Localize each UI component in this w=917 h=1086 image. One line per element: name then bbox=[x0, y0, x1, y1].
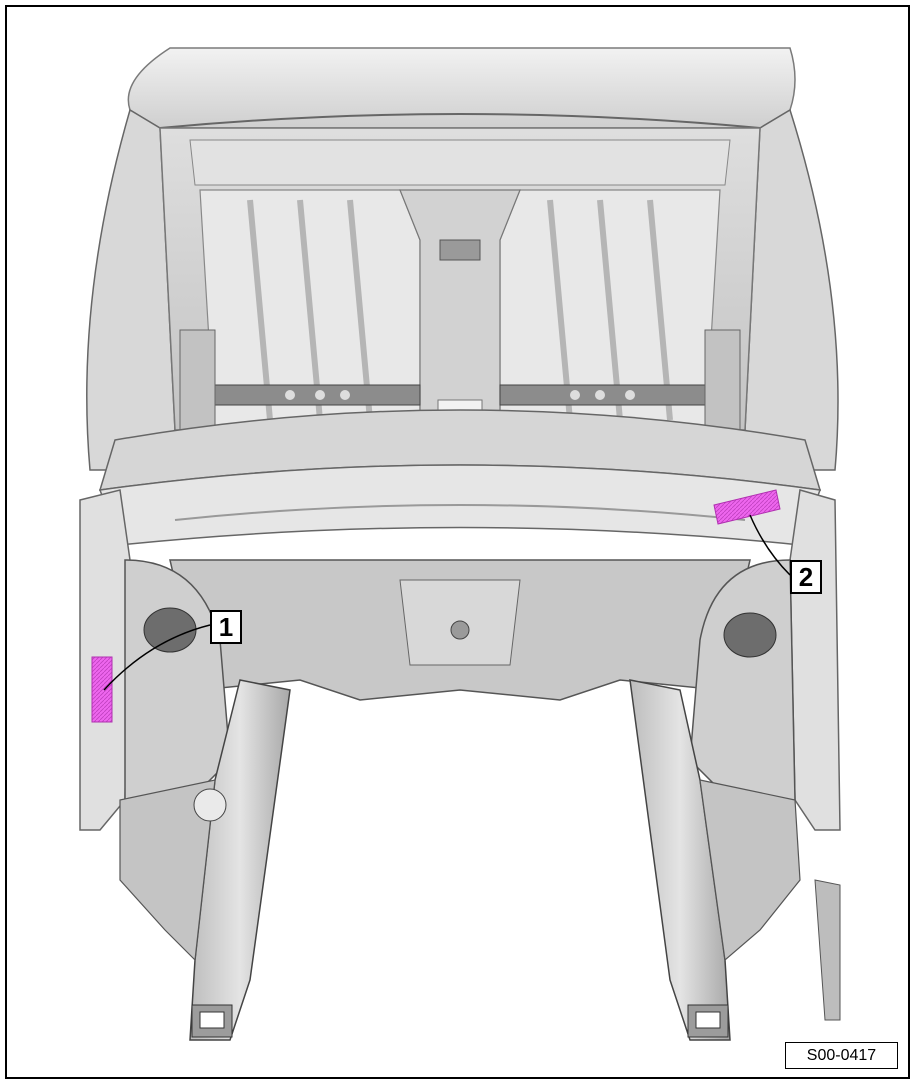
marked-area-1 bbox=[91, 656, 113, 723]
roof-panel bbox=[127, 47, 796, 129]
reference-code-label: S00-0417 bbox=[785, 1042, 898, 1069]
marked-area-2 bbox=[713, 489, 781, 525]
leader-line-2 bbox=[749, 514, 791, 576]
callout-2: 2 bbox=[790, 560, 822, 594]
right-body-side bbox=[744, 108, 839, 471]
right-front-rail bbox=[629, 679, 731, 1041]
left-body-side bbox=[86, 108, 176, 471]
right-front-panel bbox=[789, 489, 841, 831]
leader-line-1 bbox=[103, 624, 211, 691]
callout-1: 1 bbox=[210, 610, 242, 644]
